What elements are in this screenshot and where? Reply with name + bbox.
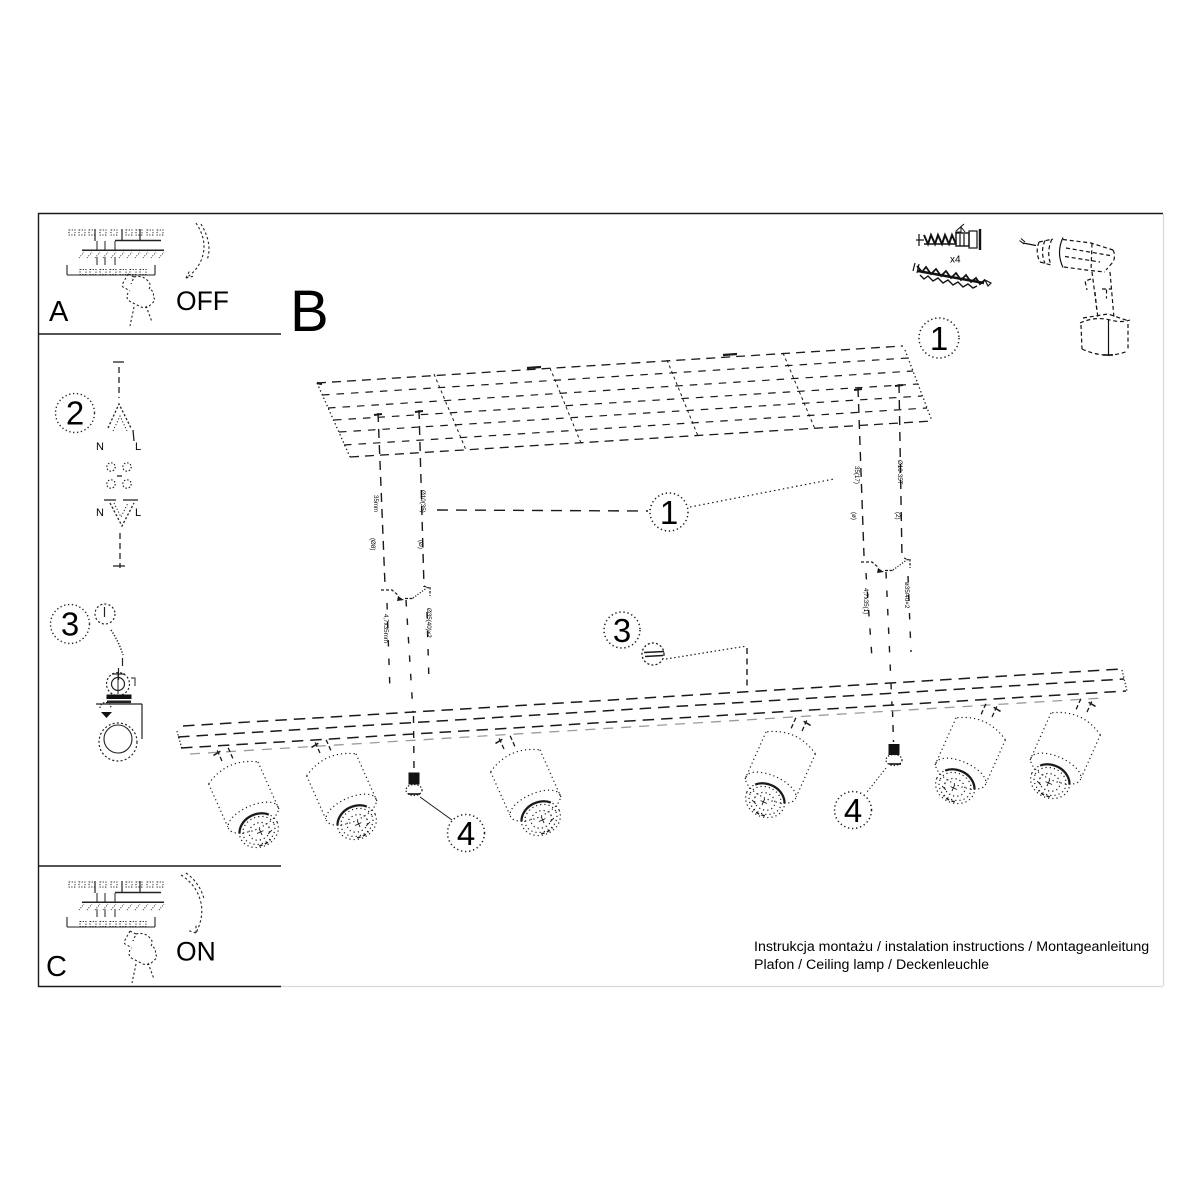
svg-text:ø35/40×2: ø35/40×2 <box>903 582 910 609</box>
svg-text:A: A <box>49 296 69 328</box>
svg-text:35(17): 35(17) <box>853 466 860 484</box>
svg-text:3: 3 <box>613 612 631 649</box>
svg-text:ON: ON <box>176 937 216 967</box>
svg-text:Ø35(40)×2: Ø35(40)×2 <box>425 608 432 638</box>
svg-text:(Ø): (Ø) <box>417 540 424 549</box>
svg-text:OFF: OFF <box>176 286 229 316</box>
svg-text:1: 1 <box>930 320 948 357</box>
svg-text:Ø10-35T: Ø10-35T <box>896 460 903 485</box>
svg-text:(Ø8): (Ø8) <box>369 538 376 550</box>
svg-text:B: B <box>290 279 329 344</box>
svg-text:x4: x4 <box>950 255 961 266</box>
svg-text:N: N <box>96 507 104 519</box>
svg-text:(2): (2) <box>894 512 901 520</box>
svg-text:Ø10(35): Ø10(35) <box>419 490 426 513</box>
svg-text:C: C <box>46 951 67 983</box>
svg-text:Instrukcja montażu / instalati: Instrukcja montażu / instalation instruc… <box>754 939 1149 955</box>
svg-text:1: 1 <box>660 494 678 531</box>
svg-text:3: 3 <box>61 606 79 643</box>
svg-text:(ø): (ø) <box>850 512 857 520</box>
svg-text:4,7x35mm: 4,7x35mm <box>382 614 389 643</box>
svg-text:35mm: 35mm <box>372 495 379 512</box>
svg-text:4,7x35(1): 4,7x35(1) <box>862 588 869 614</box>
svg-text:Plafon / Ceiling lamp / Decken: Plafon / Ceiling lamp / Deckenleuchle <box>754 957 989 973</box>
svg-text:2: 2 <box>66 395 84 432</box>
svg-text:4: 4 <box>457 815 475 852</box>
svg-text:L: L <box>135 507 141 519</box>
svg-text:N: N <box>96 441 104 453</box>
svg-text:L: L <box>135 441 141 453</box>
svg-text:4: 4 <box>844 792 862 829</box>
